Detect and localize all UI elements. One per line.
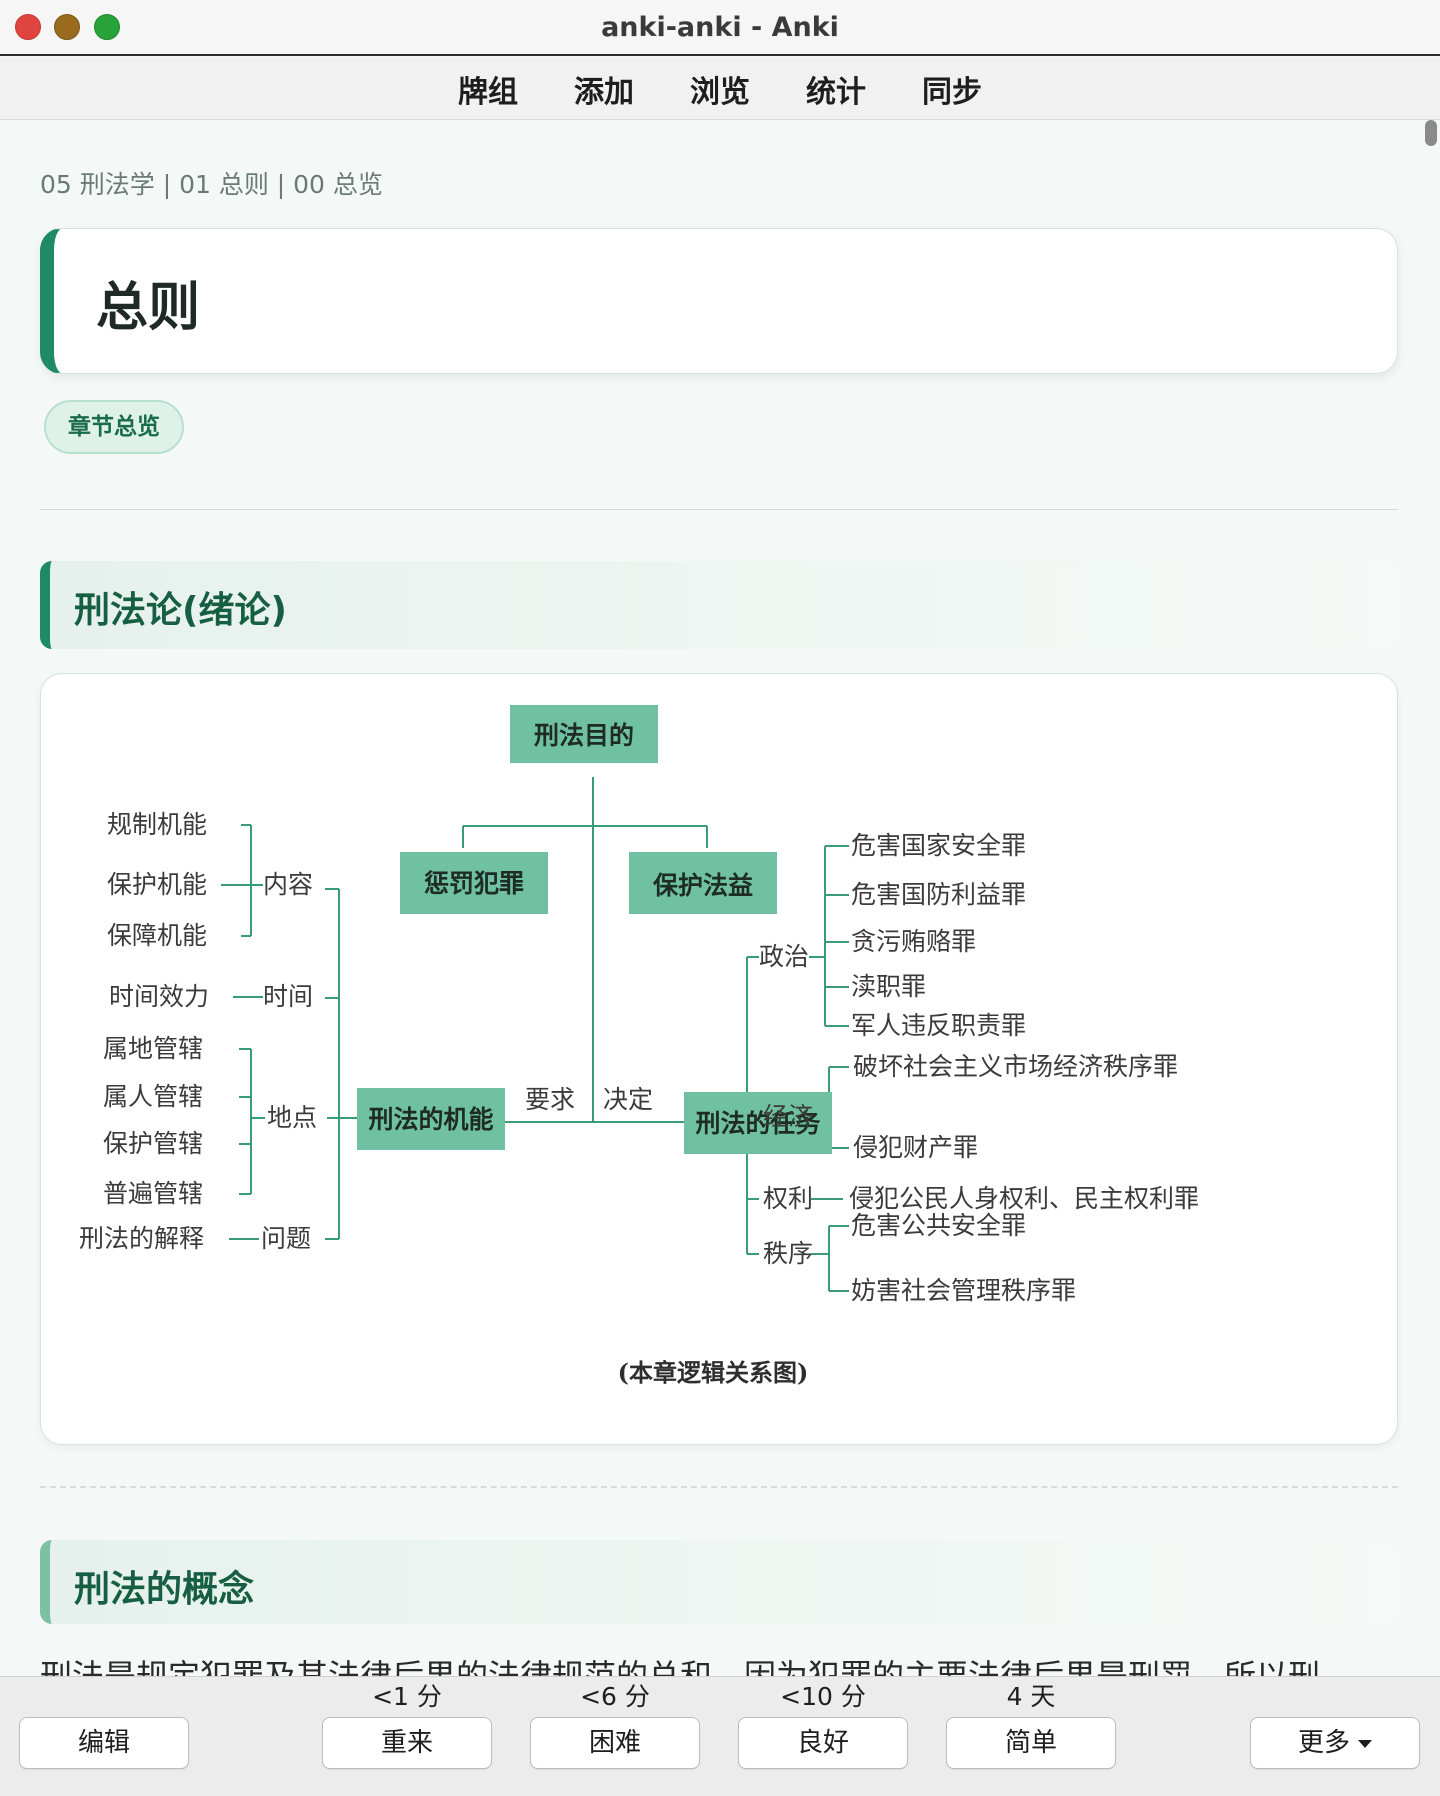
right-label: 权利 [763,1184,813,1213]
title-card: 总则 [40,228,1398,374]
left-item: 保护机能 [107,870,207,899]
right-item: 侵犯财产罪 [853,1133,978,1162]
left-label: 时间 [263,982,313,1011]
left-label: 地点 [267,1103,317,1132]
section-title: 刑法论(绪论) [74,590,287,631]
breadcrumb: 05 刑法学 | 01 总则 | 00 总览 [40,170,383,199]
right-label: 经济 [763,1102,813,1131]
label-protect: 保护法益 [652,871,753,900]
answer-bar: 编辑 <1 分 重来 <6 分 困难 <10 分 良好 4 天 简单 更多 [0,1676,1440,1796]
scrollbar-thumb[interactable] [1425,120,1437,146]
again-button[interactable]: 重来 [322,1717,492,1769]
left-item: 刑法的解释 [79,1224,204,1253]
left-item: 保障机能 [107,921,207,950]
menu-decks[interactable]: 牌组 [458,74,518,110]
more-button[interactable]: 更多 [1250,1717,1420,1769]
label-punish: 惩罚犯罪 [424,869,524,898]
right-item: 危害国防利益罪 [851,880,1026,909]
left-label: 问题 [261,1224,311,1253]
box-task [684,1092,832,1154]
menu-add[interactable]: 添加 [574,74,634,110]
right-item: 破坏社会主义市场经济秩序罪 [853,1052,1178,1081]
left-item: 属人管辖 [103,1082,203,1111]
chevron-down-icon [1358,1739,1372,1748]
box-protect [629,852,777,914]
title-bar: anki-anki - Anki [0,0,1440,56]
right-item: 危害公共安全罪 [851,1211,1026,1240]
right-label: 秩序 [763,1239,813,1268]
box-function [357,1088,505,1150]
minimize-window-button[interactable] [54,14,80,40]
left-item: 时间效力 [109,982,209,1011]
label-function: 刑法的机能 [368,1105,493,1134]
menu-stats[interactable]: 统计 [806,74,866,110]
hard-interval: <6 分 [580,1682,650,1711]
right-item: 渎职罪 [851,972,926,1001]
close-window-button[interactable] [15,14,41,40]
section-title: 刑法的概念 [74,1569,255,1610]
definition-paragraph: 刑法是规定犯罪及其法律后果的法律规范的总和，因为犯罪的主要法律后果是刑罚，所以刑 [40,1657,1321,1676]
right-item: 军人违反职责罪 [851,1011,1026,1040]
right-item: 贪污贿赂罪 [851,927,976,956]
card-content[interactable]: 05 刑法学 | 01 总则 | 00 总览 总则 章节总览 刑法论(绪论) [0,121,1428,1676]
main-toolbar: 牌组 添加 浏览 统计 同步 [0,58,1440,120]
left-item: 普遍管辖 [103,1179,203,1208]
left-item: 属地管辖 [103,1034,203,1063]
label-require: 要求 [525,1085,575,1114]
left-item: 规制机能 [107,810,207,839]
maximize-window-button[interactable] [94,14,120,40]
diagram-caption: (本章逻辑关系图) [618,1358,809,1387]
menu-browse[interactable]: 浏览 [690,74,750,110]
label-purpose: 刑法目的 [534,721,634,750]
section-header: 刑法的概念 [40,1540,1398,1624]
box-purpose [510,705,658,763]
more-label: 更多 [1297,1728,1350,1758]
hard-button[interactable]: 困难 [530,1717,700,1769]
right-label: 政治 [759,942,809,971]
easy-button[interactable]: 简单 [946,1717,1116,1769]
easy-interval: 4 天 [1006,1682,1056,1711]
good-interval: <10 分 [780,1682,866,1711]
menu-sync[interactable]: 同步 [922,74,982,110]
left-label: 内容 [263,870,313,899]
box-labels: 刑法目的 惩罚犯罪 保护法益 刑法的机能 刑法的任务 [368,721,820,1138]
logic-diagram: 刑法目的 惩罚犯罪 保护法益 刑法的机能 刑法的任务 要求 决定 规制机能 保护… [79,705,1199,1387]
label-decide: 决定 [603,1085,653,1114]
dashed-divider [40,1486,1398,1488]
good-button[interactable]: 良好 [738,1717,908,1769]
chapter-tag: 章节总览 [44,400,184,454]
diagram-text: 要求 决定 规制机能 保护机能 保障机能 内容 时间效力 时间 属地管辖 属人管… [79,810,1199,1305]
divider [40,509,1398,510]
label-task: 刑法的任务 [695,1109,820,1138]
right-item: 危害国家安全罪 [851,831,1026,860]
section-header: 刑法论(绪论) [40,561,1398,649]
diagram-boxes [357,705,832,1154]
left-item: 保护管辖 [103,1129,203,1158]
box-punish [400,852,548,914]
again-interval: <1 分 [372,1682,442,1711]
right-item: 妨害社会管理秩序罪 [851,1276,1076,1305]
window-title: anki-anki - Anki [601,12,839,43]
edit-button[interactable]: 编辑 [19,1717,189,1769]
diagram-card: 刑法目的 惩罚犯罪 保护法益 刑法的机能 刑法的任务 要求 决定 规制机能 保护… [40,673,1398,1445]
card-title: 总则 [96,278,201,338]
right-item: 侵犯公民人身权利、民主权利罪 [849,1184,1199,1213]
